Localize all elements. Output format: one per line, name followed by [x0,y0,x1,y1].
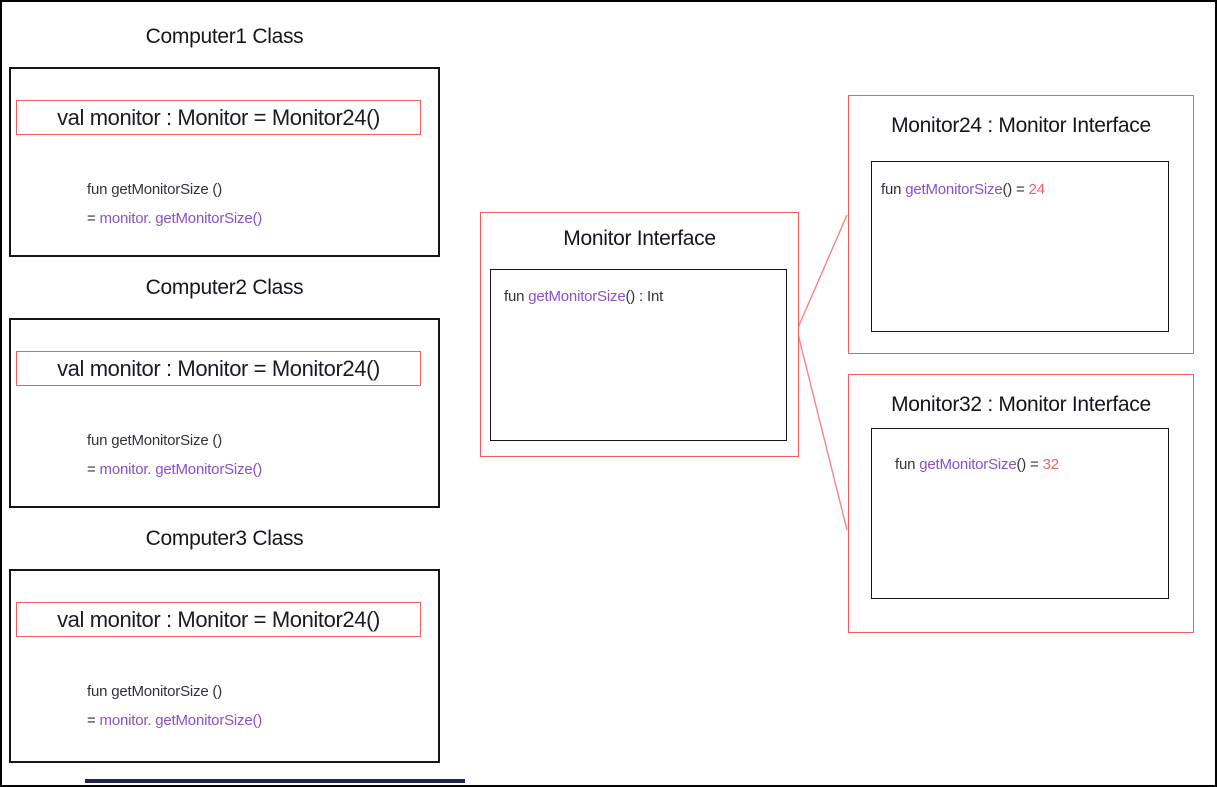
computer1-class-section: Computer1 Class val monitor : Monitor = … [9,25,440,257]
computer3-class-title: Computer3 Class [145,527,304,550]
computer3-class-section: Computer3 Class val monitor : Monitor = … [9,527,440,763]
computer1-declaration-text: val monitor : Monitor = Monitor24() [57,104,380,130]
computer3-method-body-call: monitor. getMonitorSize() [99,712,263,729]
connector-interface-to-monitor24 [796,214,848,331]
computer2-declaration-box: val monitor : Monitor = Monitor24() [16,351,421,386]
interface-code-return-type: () : Int [625,288,664,305]
computer2-class-title: Computer2 Class [145,276,304,299]
computer2-method-signature: fun getMonitorSize () [87,432,223,449]
computer1-method-body: = monitor. getMonitorSize() [87,204,262,233]
monitor24-code-keyword: fun [881,181,906,198]
monitor24-impl-box: Monitor24 : Monitor Interface fun getMon… [848,95,1194,354]
computer2-class-section: Computer2 Class val monitor : Monitor = … [9,276,440,508]
bottom-accent-bar [85,779,465,783]
monitor-interface-body-box: fun getMonitorSize() : Int [490,269,787,441]
computer2-method-body-call: monitor. getMonitorSize() [99,461,263,478]
computer3-declaration-box: val monitor : Monitor = Monitor24() [16,602,421,637]
monitor24-code-value: 24 [1028,181,1046,198]
computer1-method-body-call: monitor. getMonitorSize() [99,210,263,227]
computer2-method-block: fun getMonitorSize () = monitor. getMoni… [87,426,262,484]
computer2-method-body-equals: = [87,461,100,478]
computer1-declaration-box: val monitor : Monitor = Monitor24() [16,100,421,135]
interface-code-method-name: getMonitorSize [528,288,626,305]
computer3-method-block: fun getMonitorSize () = monitor. getMoni… [87,677,262,735]
computer1-class-box: val monitor : Monitor = Monitor24() fun … [9,67,440,257]
computer2-class-box: val monitor : Monitor = Monitor24() fun … [9,318,440,508]
computer3-class-box: val monitor : Monitor = Monitor24() fun … [9,569,440,763]
computer2-method-body: = monitor. getMonitorSize() [87,455,262,484]
monitor32-code-equals: () = [1016,456,1043,473]
monitor-interface-method: fun getMonitorSize() : Int [504,288,663,305]
monitor32-code-value: 32 [1042,456,1060,473]
monitor24-method: fun getMonitorSize() = 24 [881,181,1045,198]
computer3-declaration-text: val monitor : Monitor = Monitor24() [57,606,380,632]
monitor32-code-keyword: fun [895,456,920,473]
monitor32-method: fun getMonitorSize() = 32 [895,456,1059,473]
monitor32-body-box: fun getMonitorSize() = 32 [871,428,1169,599]
monitor24-code-method-name: getMonitorSize [905,181,1003,198]
computer1-method-signature: fun getMonitorSize () [87,181,223,198]
connector-interface-to-monitor32 [796,329,848,531]
computer3-method-body: = monitor. getMonitorSize() [87,706,262,735]
computer1-method-block: fun getMonitorSize () = monitor. getMoni… [87,175,262,233]
computer1-method-body-equals: = [87,210,100,227]
monitor32-impl-box: Monitor32 : Monitor Interface fun getMon… [848,374,1194,633]
monitor-interface-box: Monitor Interface fun getMonitorSize() :… [480,212,799,457]
computer1-class-title: Computer1 Class [145,25,304,48]
monitor32-title: Monitor32 : Monitor Interface [891,393,1151,416]
computer3-method-body-equals: = [87,712,100,729]
monitor24-code-equals: () = [1002,181,1029,198]
monitor32-code-method-name: getMonitorSize [919,456,1017,473]
interface-code-keyword: fun [504,288,529,305]
monitor-interface-title: Monitor Interface [563,227,716,250]
monitor24-body-box: fun getMonitorSize() = 24 [871,161,1169,332]
computer2-declaration-text: val monitor : Monitor = Monitor24() [57,355,380,381]
monitor24-title: Monitor24 : Monitor Interface [891,114,1151,137]
computer3-method-signature: fun getMonitorSize () [87,683,223,700]
